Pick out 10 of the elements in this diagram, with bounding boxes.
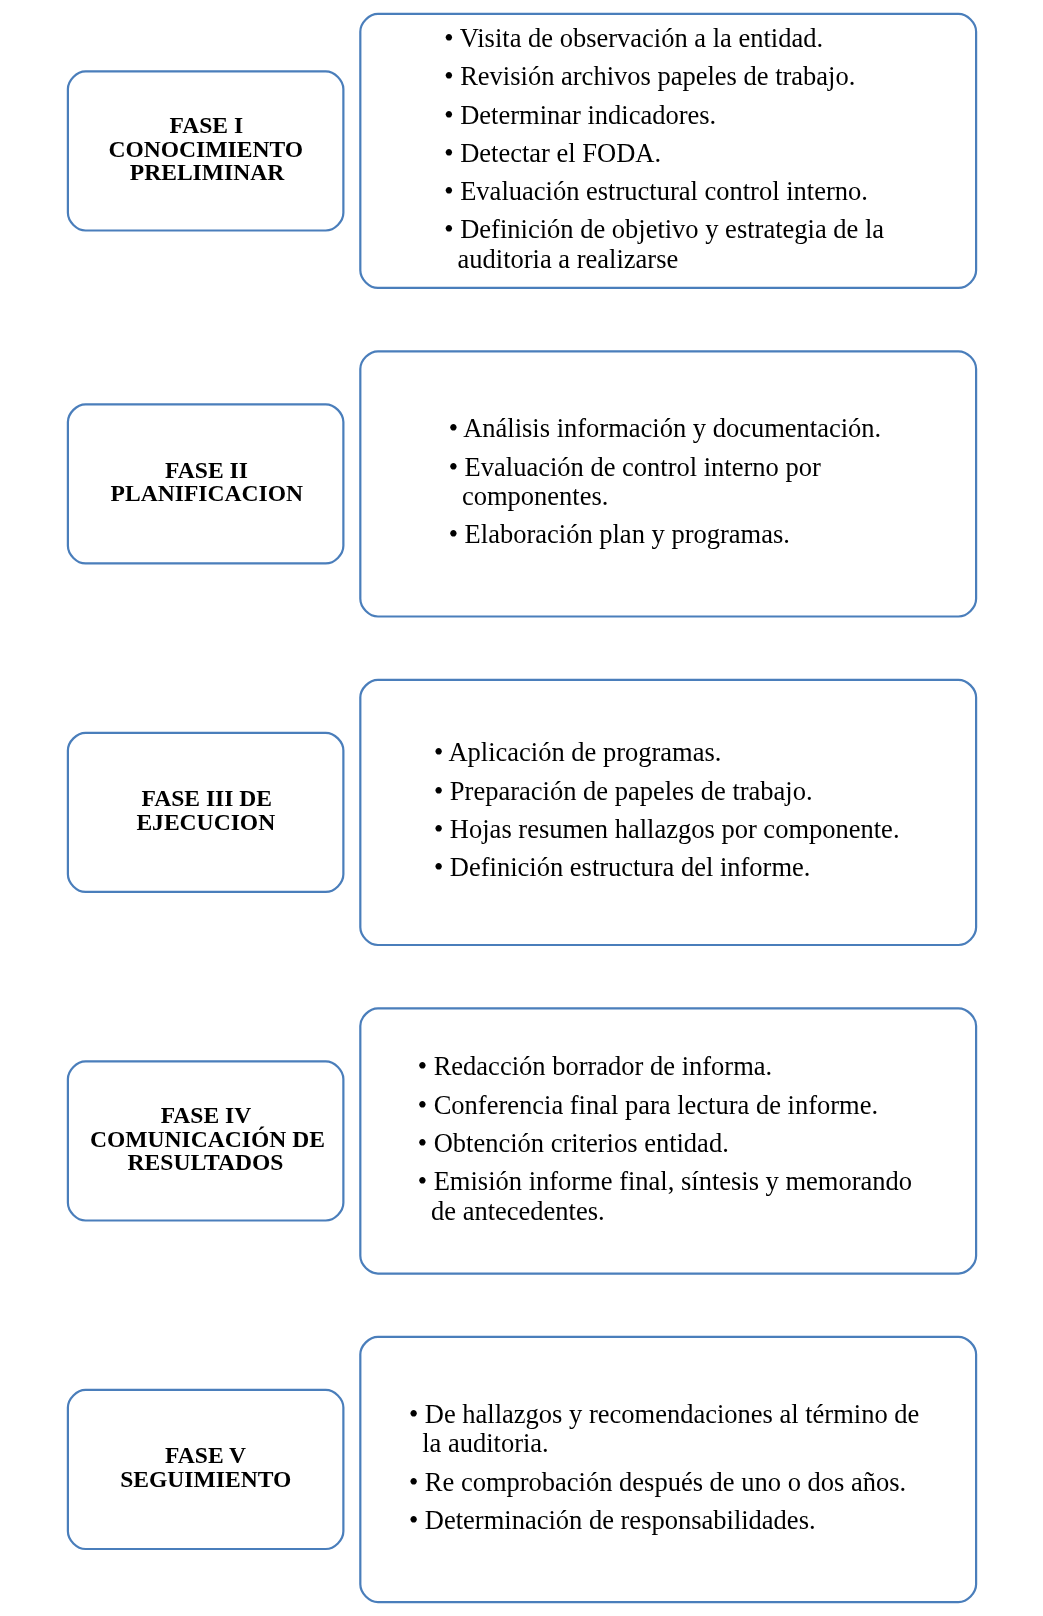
node-box: • Visita de observación a la entidad. • Revisión archivos papeles de trabajo. • Determinar indicadores. • Detectar el FODA. • Evaluación estructural control interno. • Definición de objetivo y estrategia de la auditoria a realizarse	[358, 12, 977, 290]
node-box: • Redacción borrador de informa. • Conferencia final para lectura de informe. • Obtención criterios entidad. • Emisión informe final, síntesis y memorando de antecedentes.	[358, 1007, 977, 1275]
node-box: FASE IV COMUNICACIÓN DE RESULTADOS	[66, 1060, 344, 1222]
node-box: • Aplicación de programas. • Preparación de papeles de trabajo. • Hojas resumen hallazgos por componente. • Definición estructura del informe.	[358, 678, 977, 947]
node-box: FASE II PLANIFICACION	[66, 403, 344, 565]
node-box: • De hallazgos y recomendaciones al término de la auditoria. • Re comprobación después de uno o dos años. • Determinación de responsabilidades.	[358, 1335, 977, 1604]
node-box: FASE I CONOCIMIENTO PRELIMINAR	[66, 70, 344, 232]
node-box: FASE III DE EJECUCION	[66, 731, 344, 894]
node-box: FASE V SEGUIMIENTO	[66, 1388, 344, 1551]
node-box: • Análisis información y documentación. • Evaluación de control interno por componentes. • Elaboración plan y programas.	[358, 350, 977, 618]
